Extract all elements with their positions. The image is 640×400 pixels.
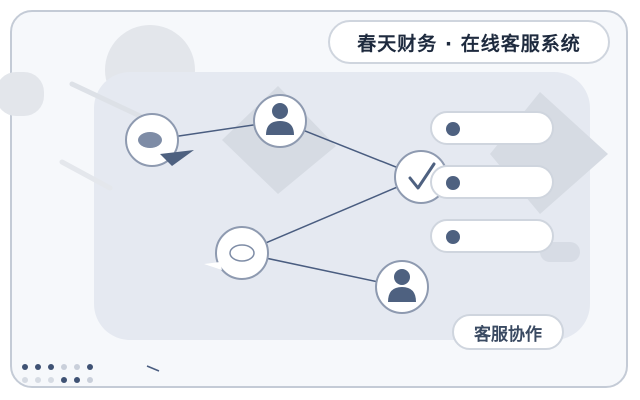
dot-icon — [446, 176, 460, 190]
user-node — [375, 260, 429, 314]
decor-pill — [540, 242, 580, 262]
list-chip — [430, 165, 554, 199]
page-title: 春天财务 · 在线客服系统 — [357, 32, 581, 55]
tag-badge: 客服协作 — [452, 314, 564, 350]
list-chip — [430, 111, 554, 145]
chat-bubble-icon — [138, 132, 162, 148]
list-chip — [430, 219, 554, 253]
user-avatar-icon — [388, 269, 416, 302]
checkmark-icon — [408, 162, 436, 190]
chat-node — [125, 113, 194, 167]
chat-bubble-outline-icon — [229, 244, 255, 262]
dot-icon — [446, 122, 460, 136]
decor-stroke — [146, 365, 160, 372]
decor-stroke — [59, 159, 113, 191]
chat-node — [204, 226, 269, 280]
decor-stroke — [69, 81, 143, 119]
title-badge: 春天财务 · 在线客服系统 — [328, 20, 610, 64]
dot-icon — [446, 230, 460, 244]
tag-label: 客服协作 — [474, 324, 542, 345]
decor-shape-left — [0, 72, 44, 116]
user-avatar-icon — [266, 103, 294, 135]
user-node — [253, 94, 307, 148]
